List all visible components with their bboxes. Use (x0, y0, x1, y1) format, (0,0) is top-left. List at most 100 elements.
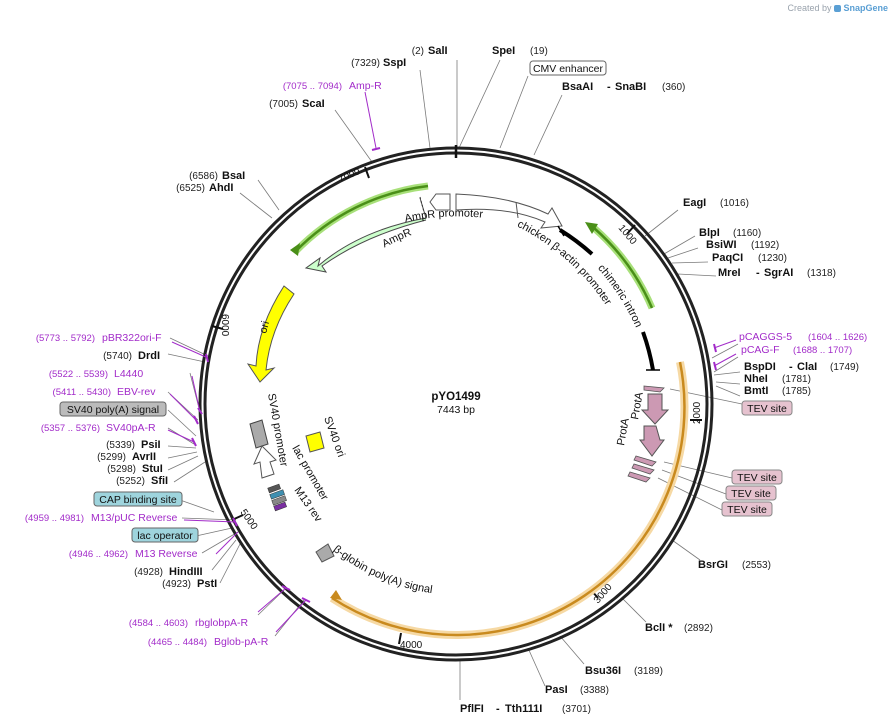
pflfi-pos: (3701) (562, 704, 591, 715)
prota-1-feature (640, 393, 670, 425)
tick-6000-mark (211, 325, 224, 330)
leader-bmti (715, 385, 741, 397)
leader-bspdi (713, 371, 741, 376)
leader-psti (219, 543, 241, 584)
bspdi-pos: (1749) (830, 362, 859, 373)
enzyme-mrei: MreI - SgrAI (1318) (718, 267, 836, 279)
sv40-polya-box-label: SV40 poly(A) signal (67, 404, 159, 416)
snabi-name: SnaBI (615, 81, 646, 93)
bsai-name: BsaI (222, 170, 245, 182)
primer-l4440: (5522 .. 5539) L4440 (49, 368, 144, 380)
sv40pa-name: SV40pA-R (106, 422, 156, 434)
leader-cap (179, 499, 215, 513)
intron-highlight-arrowhead (585, 222, 598, 234)
ampr-highlight-arrowhead (290, 243, 300, 256)
sali-pos: (2) (412, 46, 424, 57)
sv40pa-range: (5357 .. 5376) (41, 423, 100, 434)
plasmid-name: pYO1499 (431, 391, 480, 403)
tick-2000: 2000 (692, 401, 703, 424)
beta-globin-polya-label: β-globin poly(A) signal (331, 543, 433, 596)
primer-ebvrev: (5411 .. 5430) EBV-rev (53, 386, 157, 398)
lac-bar-4 (273, 501, 287, 512)
tev-site-2-label: TEV site (737, 472, 777, 484)
psii-name: PsiI (141, 439, 161, 451)
psii-pos: (5339) (106, 440, 135, 451)
enzyme-psti: (4923) PstI (162, 578, 217, 590)
leader-spei (458, 59, 501, 149)
snapgene-logo-icon (834, 5, 842, 12)
blpi-name: BlpI (699, 227, 720, 239)
box-tev-4: TEV site (721, 501, 773, 517)
plasmid-length: 7443 bp (437, 404, 475, 416)
sfii-pos: (5252) (116, 476, 145, 487)
primer-pbr322: (5773 .. 5792) pBR322ori-F (36, 332, 162, 344)
avrii-pos: (5299) (97, 452, 126, 463)
enzyme-bcli: BclI * (2892) (645, 622, 713, 634)
prota-cds-highlight-arc-core (331, 361, 686, 637)
ebvrev-range: (5411 .. 5430) (53, 387, 111, 398)
l4440-name: L4440 (114, 368, 143, 380)
leader-lines (167, 59, 743, 700)
tev-site-2-feature (633, 455, 657, 467)
rbglob-name: rbglobpA-R (195, 617, 249, 629)
enzyme-bspdi: BspDI - ClaI (1749) (744, 361, 859, 373)
ampr-primer-range: (7075 .. 7094) (283, 81, 342, 92)
spei-pos: (19) (530, 46, 548, 57)
avrii-name: AvrII (132, 451, 156, 463)
primer-m13puc: (4959 .. 4981) M13/pUC Reverse (25, 512, 178, 524)
spei-name: SpeI (492, 45, 515, 57)
mrei-pos: (1318) (807, 268, 836, 279)
bspdi-name: BspDI (744, 361, 776, 373)
m13rev-name: M13 Reverse (135, 548, 198, 560)
bsai-pos: (6586) (189, 171, 218, 182)
lac-bar-2 (269, 489, 285, 500)
tev-site-3-feature (631, 463, 655, 475)
tev-site-1-label: TEV site (747, 403, 787, 415)
paqci-pos: (1230) (758, 253, 787, 264)
psti-name: PstI (197, 578, 217, 590)
leader-bsrgi (671, 539, 701, 561)
box-tev-2: TEV site (731, 469, 783, 485)
leader-ahdi (239, 192, 273, 219)
leader-avrii (167, 451, 198, 459)
lac-bar-1 (267, 483, 281, 494)
ampr-highlight-arc-core (294, 184, 429, 253)
mrei-sep: - (756, 267, 760, 279)
enzyme-paqci: PaqCI (1230) (712, 252, 787, 264)
primer-pcagf: pCAG-F (1688 .. 1707) (741, 344, 852, 356)
enzyme-drdi: (5740) DrdI (103, 350, 160, 362)
chicken-beta-actin-promoter-feature (455, 193, 563, 229)
pcaggs-name: pCAGGS-5 (739, 331, 792, 343)
leader-bsai (257, 179, 280, 211)
leader-scai (334, 109, 373, 163)
tick-7000: 7000 (337, 166, 362, 185)
intron-highlight-arc-core (593, 227, 654, 309)
enzyme-bsrgi: BsrGI (2553) (698, 559, 771, 571)
bspdi-sep: - (789, 361, 793, 373)
bsu36i-pos: (3189) (634, 666, 663, 677)
scai-name: ScaI (302, 98, 325, 110)
enzyme-avrii: (5299) AvrII (97, 451, 156, 463)
ahdi-pos: (6525) (176, 183, 205, 194)
bsrgi-pos: (2553) (742, 560, 771, 571)
enzyme-bmti: BmtI (1785) (744, 385, 811, 397)
ampr-promoter-feature (429, 193, 451, 211)
bsiwi-name: BsiWI (706, 239, 737, 251)
enzyme-psii: (5339) PsiI (106, 439, 160, 451)
leader-eagi (644, 209, 679, 237)
enzyme-sali: (2) SalI (412, 45, 448, 57)
primer-mark-ampr (364, 91, 377, 149)
mrei-name: MreI (718, 267, 741, 279)
stui-name: StuI (142, 463, 163, 475)
tick-1000-mark (626, 224, 636, 235)
leader-pcaggs (711, 343, 739, 359)
leader-m13rev (201, 531, 239, 554)
prota-1-label: ProtA (629, 391, 646, 421)
primer-ampr: (7075 .. 7094) Amp-R (283, 80, 382, 92)
primer-pcaggs: pCAGGS-5 (1604 .. 1626) (739, 331, 867, 343)
enzyme-sfii: (5252) SfiI (116, 475, 168, 487)
bsaai-pos: (360) (662, 82, 685, 93)
ampr-inner-mark (419, 196, 425, 213)
pbr322-range: (5773 .. 5792) (36, 333, 95, 344)
